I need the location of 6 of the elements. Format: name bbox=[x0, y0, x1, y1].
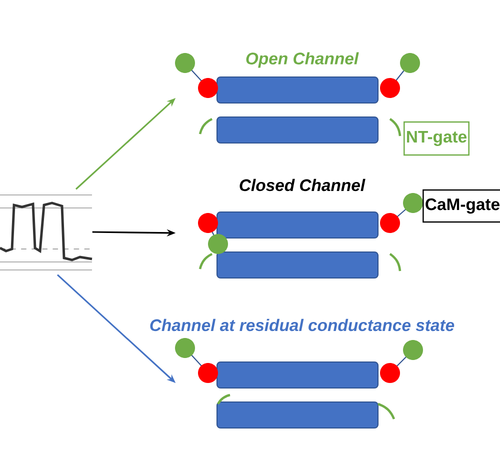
channel-title: Open Channel bbox=[246, 52, 359, 68]
gate-label-box: NT-gate bbox=[404, 121, 470, 156]
channel-title: Closed Channel bbox=[240, 178, 366, 192]
current-trace-drawing bbox=[0, 194, 92, 270]
channel-title: Channel at residual conductance state bbox=[150, 318, 454, 332]
gate-label-box: CaM-gate bbox=[422, 189, 500, 223]
